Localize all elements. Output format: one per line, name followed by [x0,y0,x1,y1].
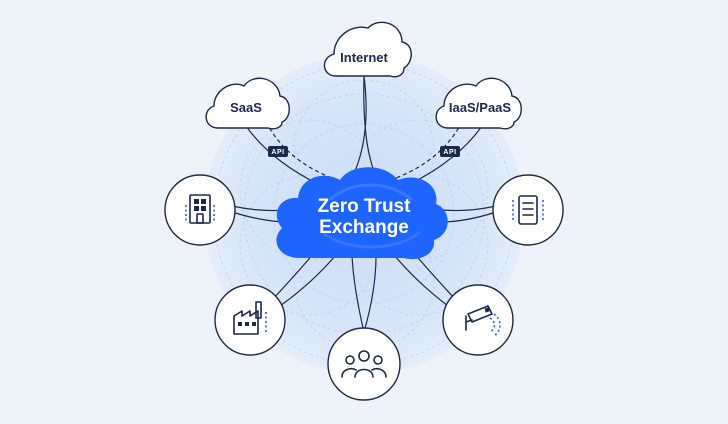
node-camera[interactable] [442,284,514,356]
api-badge-left: API [268,146,288,157]
saas-label: SaaS [230,100,262,115]
node-office[interactable] [164,174,236,246]
node-server[interactable] [492,174,564,246]
internet-label: Internet [340,50,388,65]
iaas-paas-cloud[interactable]: IaaS/PaaS [435,77,522,130]
users-icon [341,350,387,378]
svg-text:API: API [271,149,284,156]
office-building-icon [185,194,215,224]
core-title-line1: Zero Trust [318,196,412,217]
node-users[interactable] [327,327,401,401]
factory-icon [233,301,267,335]
server-icon [512,195,544,225]
iaas-paas-label: IaaS/PaaS [449,100,511,115]
zero-trust-exchange-cloud[interactable]: Zero Trust Exchange [276,167,448,260]
saas-cloud[interactable]: SaaS [205,77,290,130]
security-camera-icon [465,305,501,337]
node-factory[interactable] [214,284,286,356]
svg-text:API: API [443,149,456,156]
internet-cloud[interactable]: Internet [323,21,412,78]
api-badge-right: API [440,146,460,157]
core-title-line2: Exchange [319,217,409,238]
